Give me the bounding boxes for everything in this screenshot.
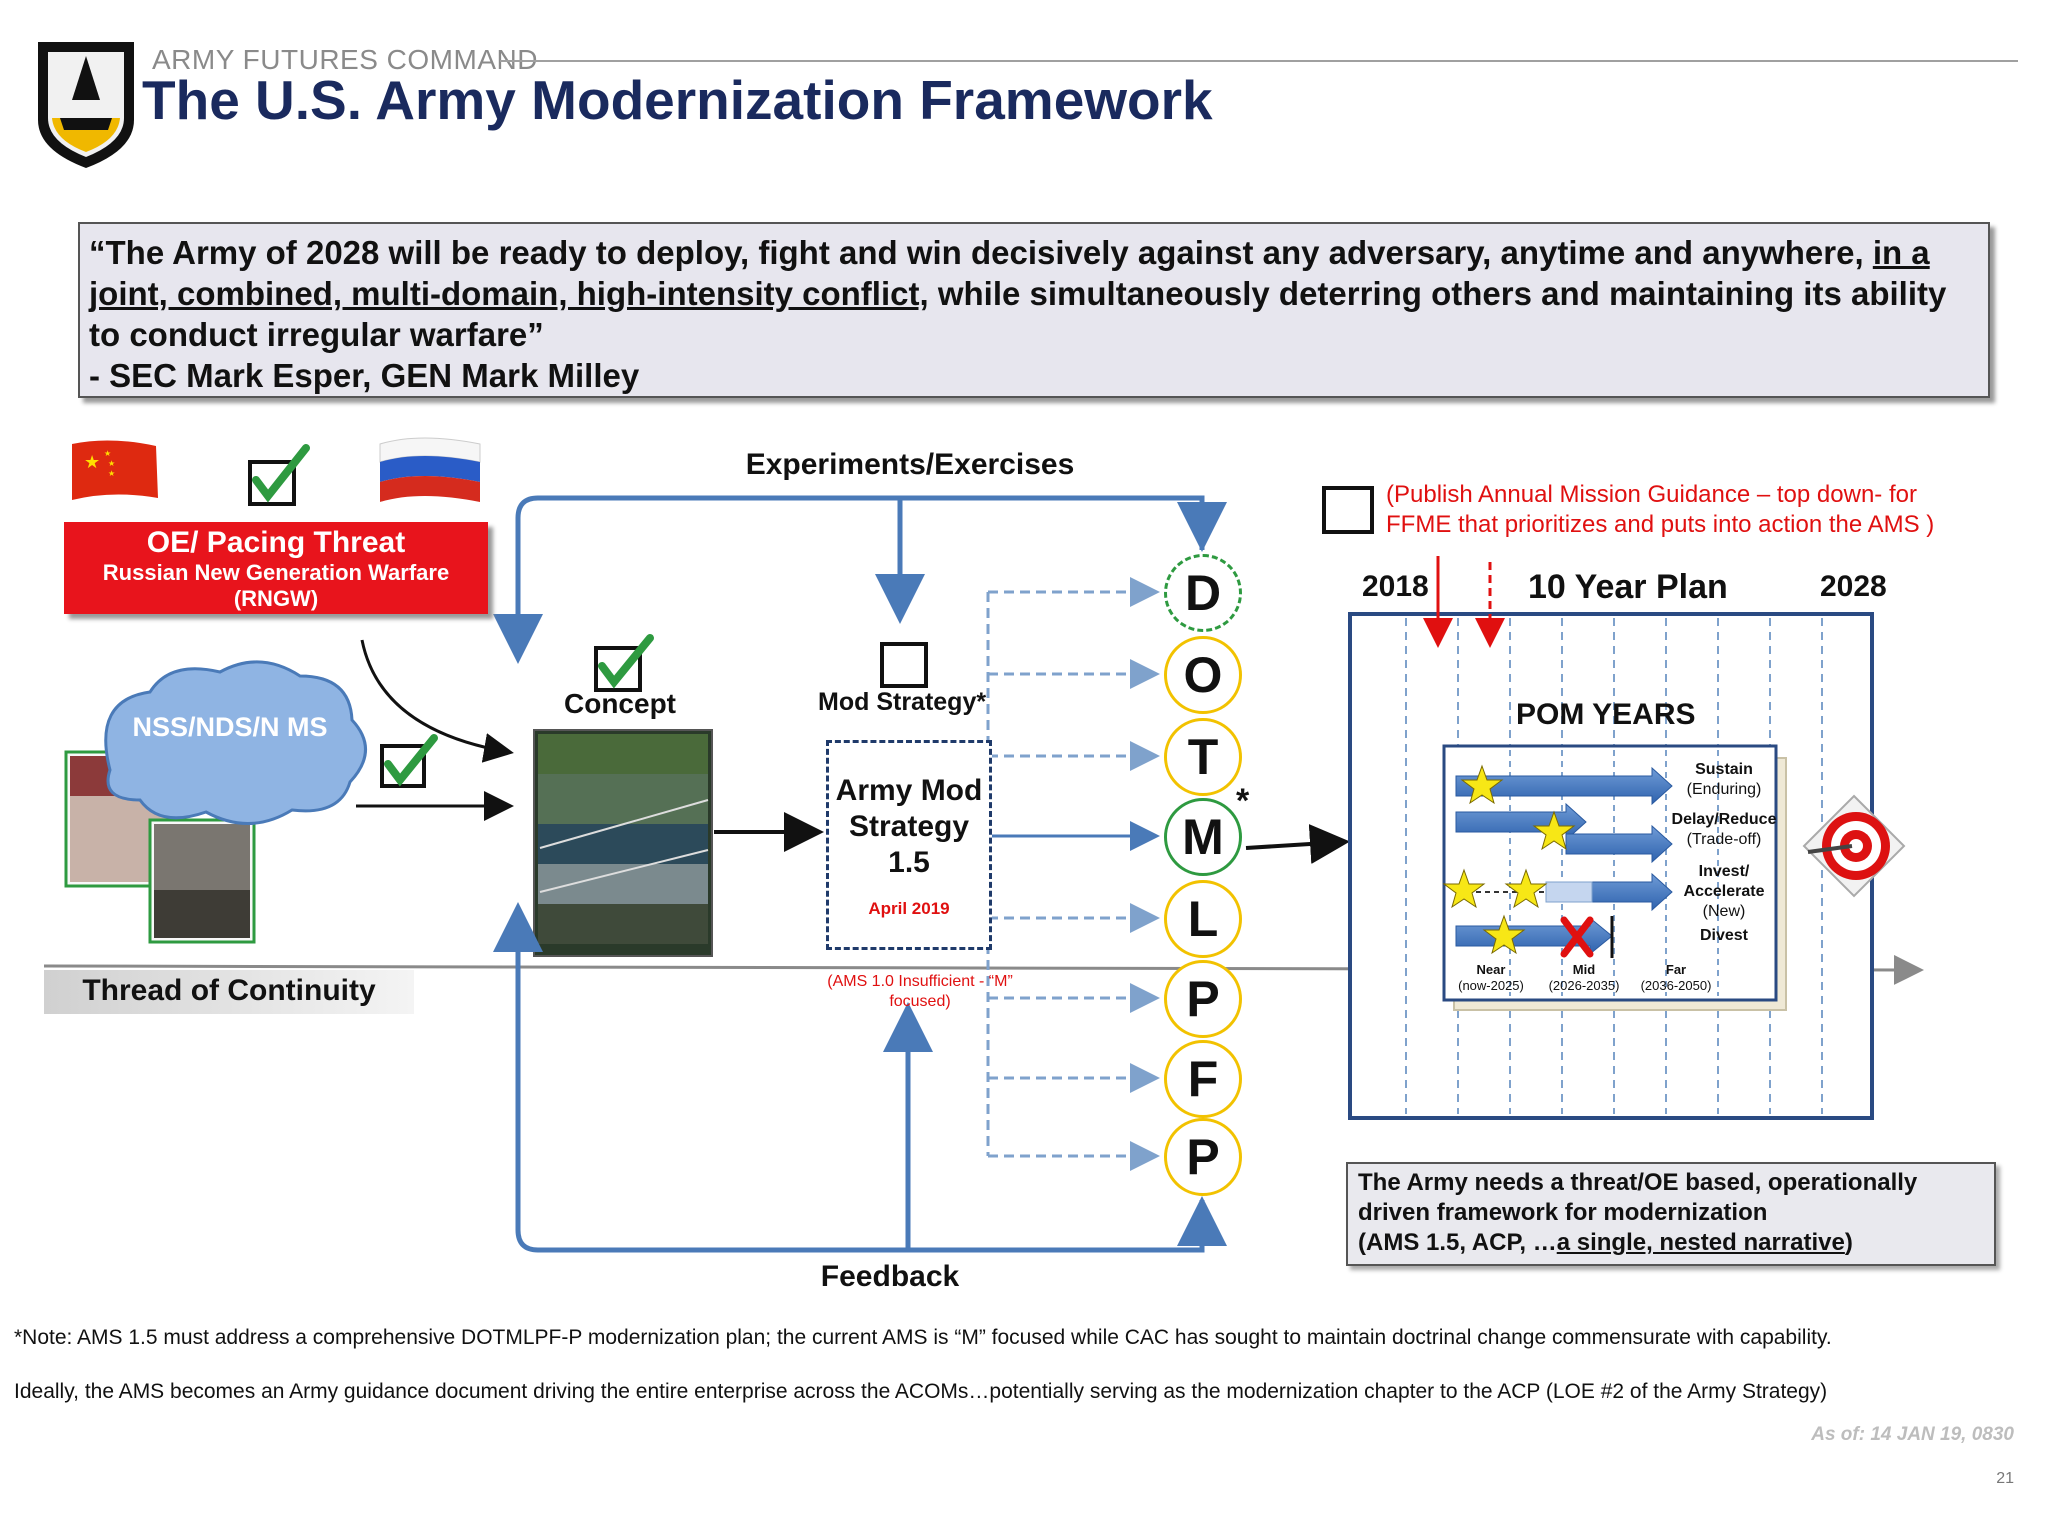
page-number: 21: [1996, 1470, 2014, 1487]
nss-checkbox: [380, 734, 438, 788]
delay-arrow-2: [1565, 824, 1673, 864]
m-to-plan-arrow: [1245, 824, 1350, 864]
as-of-date: As of: 14 JAN 19, 0830: [1811, 1424, 2014, 1445]
dotmlpf-p: P: [1164, 960, 1242, 1038]
afc-logo: [38, 42, 134, 168]
divest-label: Divest: [1699, 927, 1749, 944]
mod-strategy-label: Mod Strategy*: [818, 688, 987, 716]
concept-document: [533, 729, 713, 957]
pom-title: POM YEARS: [1516, 698, 1696, 731]
plan-end-year: 2028: [1820, 570, 1887, 603]
need-line1: The Army needs a threat/OE based, operat…: [1358, 1169, 1918, 1226]
guidance-checkbox: [1322, 486, 1374, 534]
dotmlpf-o: O: [1164, 636, 1242, 714]
phase-mid-name: Mid: [1572, 962, 1596, 977]
org-name: ARMY FUTURES COMMAND: [152, 44, 538, 75]
threat-subtitle: Russian New Generation Warfare: [102, 560, 450, 585]
phase-far: Far (2036-2050): [1632, 962, 1720, 994]
phase-mid: Mid (2026-2035): [1540, 962, 1628, 994]
plan-gridlines: [1405, 618, 1823, 1114]
experiments-loop: [493, 495, 1205, 664]
dotmlpf-t: T: [1164, 718, 1242, 796]
phase-near-range: (now-2025): [1458, 978, 1524, 993]
phase-near: Near (now-2025): [1450, 962, 1532, 994]
cloud-label: NSS/NDS/N MS: [132, 712, 328, 742]
plan-start-year: 2018: [1362, 570, 1429, 603]
guidance-text: (Publish Annual Mission Guidance – top d…: [1386, 481, 1935, 538]
dotmlpf-m: M: [1164, 798, 1242, 876]
pom-gridlines: [1509, 750, 1719, 996]
need-line2-underlined: a single, nested narrative: [1556, 1229, 1845, 1256]
ams-title: Army Mod Strategy 1.5: [835, 774, 983, 879]
note-1: *Note: AMS 1.5 must address a comprehens…: [14, 1326, 1832, 1349]
delay-label: Delay/Reduce (Trade-off): [1666, 810, 1782, 850]
sustain-text: Sustain: [1695, 761, 1753, 778]
invest-arrow: [1589, 872, 1673, 912]
invest-sub: (New): [1702, 903, 1746, 920]
invest-text: Invest/: [1698, 863, 1750, 880]
dotmlpf-f: F: [1164, 1040, 1242, 1118]
dotmlpf-d: D: [1164, 554, 1242, 632]
need-line2-start: (AMS 1.5, ACP, …: [1358, 1229, 1557, 1256]
delay-sub: (Trade-off): [1686, 831, 1762, 848]
need-line2-end: ): [1844, 1229, 1853, 1256]
quote-text: “The Army of 2028 will be ready to deplo…: [89, 234, 1873, 271]
threat-abbr: (RNGW): [233, 586, 319, 611]
phase-far-name: Far: [1665, 962, 1687, 977]
experiments-label: Experiments/Exercises: [745, 448, 1075, 481]
delay-text: Delay/Reduce: [1671, 811, 1777, 828]
phase-near-name: Near: [1476, 962, 1506, 977]
svg-text:★: ★: [104, 449, 111, 458]
need-line2: (AMS 1.5, ACP, …a single, nested narrati…: [1358, 1228, 1984, 1258]
accelerate-text: Accelerate: [1683, 883, 1765, 900]
dotmlpf-p2: P: [1164, 1118, 1242, 1196]
invest-gap: [1545, 881, 1593, 903]
plan-title: 10 Year Plan: [1528, 568, 1728, 606]
quote-text-end: while simultaneously deterring others an…: [89, 275, 1947, 353]
pom-stars: [1442, 764, 1576, 955]
invest-label: Invest/ Accelerate (New): [1674, 862, 1774, 922]
feedback-loop: [493, 902, 1205, 1253]
feedback-label: Feedback: [820, 1260, 960, 1293]
thread-bar: [44, 970, 414, 1014]
page-title: The U.S. Army Modernization Framework: [142, 69, 1213, 131]
ams-connectors: [986, 577, 1160, 1171]
dotmlpf-l: L: [1164, 880, 1242, 958]
ams-date: April 2019: [868, 899, 950, 918]
ams-note: (AMS 1.0 Insufficient - “M” focused): [827, 973, 1013, 1010]
quote-attribution: - SEC Mark Esper, GEN Mark Milley: [89, 357, 640, 394]
nss-cloud: [104, 660, 367, 825]
threat-checkbox: [248, 444, 310, 506]
russia-flag: [379, 437, 481, 502]
concept-label: Concept: [564, 688, 676, 719]
svg-text:★: ★: [108, 469, 115, 478]
svg-text:★: ★: [108, 459, 115, 468]
ams-box: Army Mod Strategy 1.5 April 2019: [826, 740, 992, 950]
sustain-label: Sustain (Enduring): [1672, 760, 1776, 800]
divest-x: [1560, 916, 1594, 958]
header-rule: [500, 60, 2018, 62]
quote-box: “The Army of 2028 will be ready to deplo…: [78, 222, 1990, 398]
m-asterisk: *: [1236, 782, 1250, 820]
svg-text:★: ★: [84, 452, 100, 472]
concept-checkbox: [594, 634, 654, 692]
phase-mid-range: (2026-2035): [1548, 978, 1620, 993]
sustain-sub: (Enduring): [1686, 781, 1762, 798]
mod-strategy-checkbox: [880, 642, 928, 688]
china-flag: ★ ★ ★ ★: [72, 440, 158, 500]
thread-label: Thread of Continuity: [82, 974, 376, 1007]
threat-box: OE/ Pacing Threat Russian New Generation…: [64, 522, 488, 614]
phase-far-range: (2036-2050): [1640, 978, 1712, 993]
need-box: The Army needs a threat/OE based, operat…: [1346, 1162, 1996, 1266]
nss-document: [148, 818, 256, 944]
threat-title: OE/ Pacing Threat: [146, 526, 406, 559]
threat-arrow: [360, 639, 514, 763]
note-2: Ideally, the AMS becomes an Army guidanc…: [14, 1380, 1828, 1403]
target-icon: [1802, 794, 1906, 898]
quote-underlined: in a joint, combined, multi-domain, high…: [89, 234, 1930, 312]
